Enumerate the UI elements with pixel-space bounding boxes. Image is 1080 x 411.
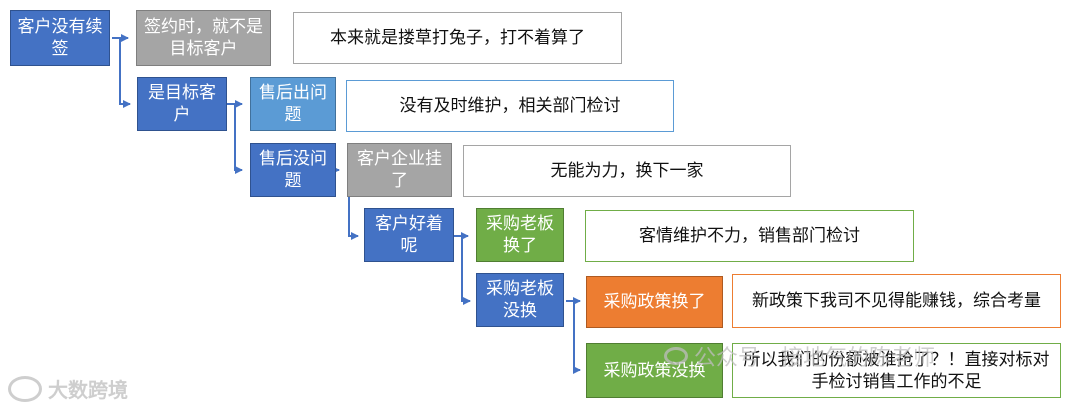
connector-root-is-target — [119, 38, 131, 108]
note-buyer-changed: 客情维护不力，销售部门检讨 — [585, 210, 914, 262]
watermark-right-text: 公众号 · 接地气的陈老师 — [694, 346, 935, 371]
note-not-target-text: 本来就是搂草打兔子，打不着算了 — [330, 28, 585, 48]
connector-same-policy-same — [573, 301, 581, 374]
node-company-down-label: 客户企业挂了 — [357, 149, 442, 191]
connector-fine-same — [461, 236, 471, 305]
note-not-target: 本来就是搂草打兔子，打不着算了 — [293, 12, 622, 64]
watermark-left-text: 大数跨境 — [48, 378, 128, 402]
watermark-left: 大数跨境 — [8, 374, 128, 403]
watermark-logo-icon — [8, 375, 42, 402]
node-policy-changed-label: 采购政策换了 — [603, 292, 706, 312]
note-company-down-text: 无能为力，换下一家 — [550, 161, 704, 181]
node-is-target: 是目标客户 — [137, 77, 227, 131]
node-not-target: 签约时，就不是目标客户 — [136, 10, 271, 66]
note-policy-same-text: 所以我们的份额被谁抢了？！直接对标对手检讨销售工作的不足 — [743, 349, 1050, 392]
node-is-target-label: 是目标客户 — [148, 83, 216, 125]
node-buyer-changed: 采购老板换了 — [476, 208, 564, 262]
note-policy-same: 所以我们的份额被谁抢了？！直接对标对手检讨销售工作的不足 — [732, 343, 1061, 398]
node-after-sales-ok: 售后没问题 — [250, 143, 336, 197]
connector-target-ok — [234, 104, 243, 174]
node-after-sales-ok-label: 售后没问题 — [259, 149, 327, 191]
note-after-sales-issue: 没有及时维护，相关部门检讨 — [346, 80, 674, 132]
watermark-right: 公众号 · 接地气的陈老师 — [664, 340, 935, 372]
node-policy-same-label: 采购政策没换 — [603, 360, 706, 381]
node-policy-same: 采购政策没换 — [586, 343, 723, 398]
node-client-fine-label: 客户好着呢 — [375, 214, 443, 256]
node-buyer-changed-label: 采购老板换了 — [486, 214, 554, 256]
note-policy-changed-text: 新政策下我司不见得能赚钱，综合考量 — [752, 291, 1041, 311]
node-buyer-same-label: 采购老板没换 — [486, 279, 554, 321]
node-no-renewal: 客户没有续签 — [10, 10, 110, 66]
note-after-sales-issue-text: 没有及时维护，相关部门检讨 — [399, 96, 621, 116]
node-after-sales-issue: 售后出问题 — [250, 77, 336, 131]
node-policy-changed: 采购政策换了 — [586, 276, 723, 328]
note-buyer-changed-text: 客情维护不力，销售部门检讨 — [639, 226, 860, 246]
node-client-fine: 客户好着呢 — [364, 208, 454, 262]
node-after-sales-issue-label: 售后出问题 — [259, 83, 327, 125]
node-buyer-same: 采购老板没换 — [476, 273, 564, 327]
wechat-icon — [664, 347, 688, 365]
node-no-renewal-label: 客户没有续签 — [17, 17, 103, 59]
node-company-down: 客户企业挂了 — [347, 143, 452, 197]
note-policy-changed: 新政策下我司不见得能赚钱，综合考量 — [732, 274, 1061, 328]
node-not-target-label: 签约时，就不是目标客户 — [144, 17, 263, 59]
note-company-down: 无能为力，换下一家 — [463, 145, 791, 197]
